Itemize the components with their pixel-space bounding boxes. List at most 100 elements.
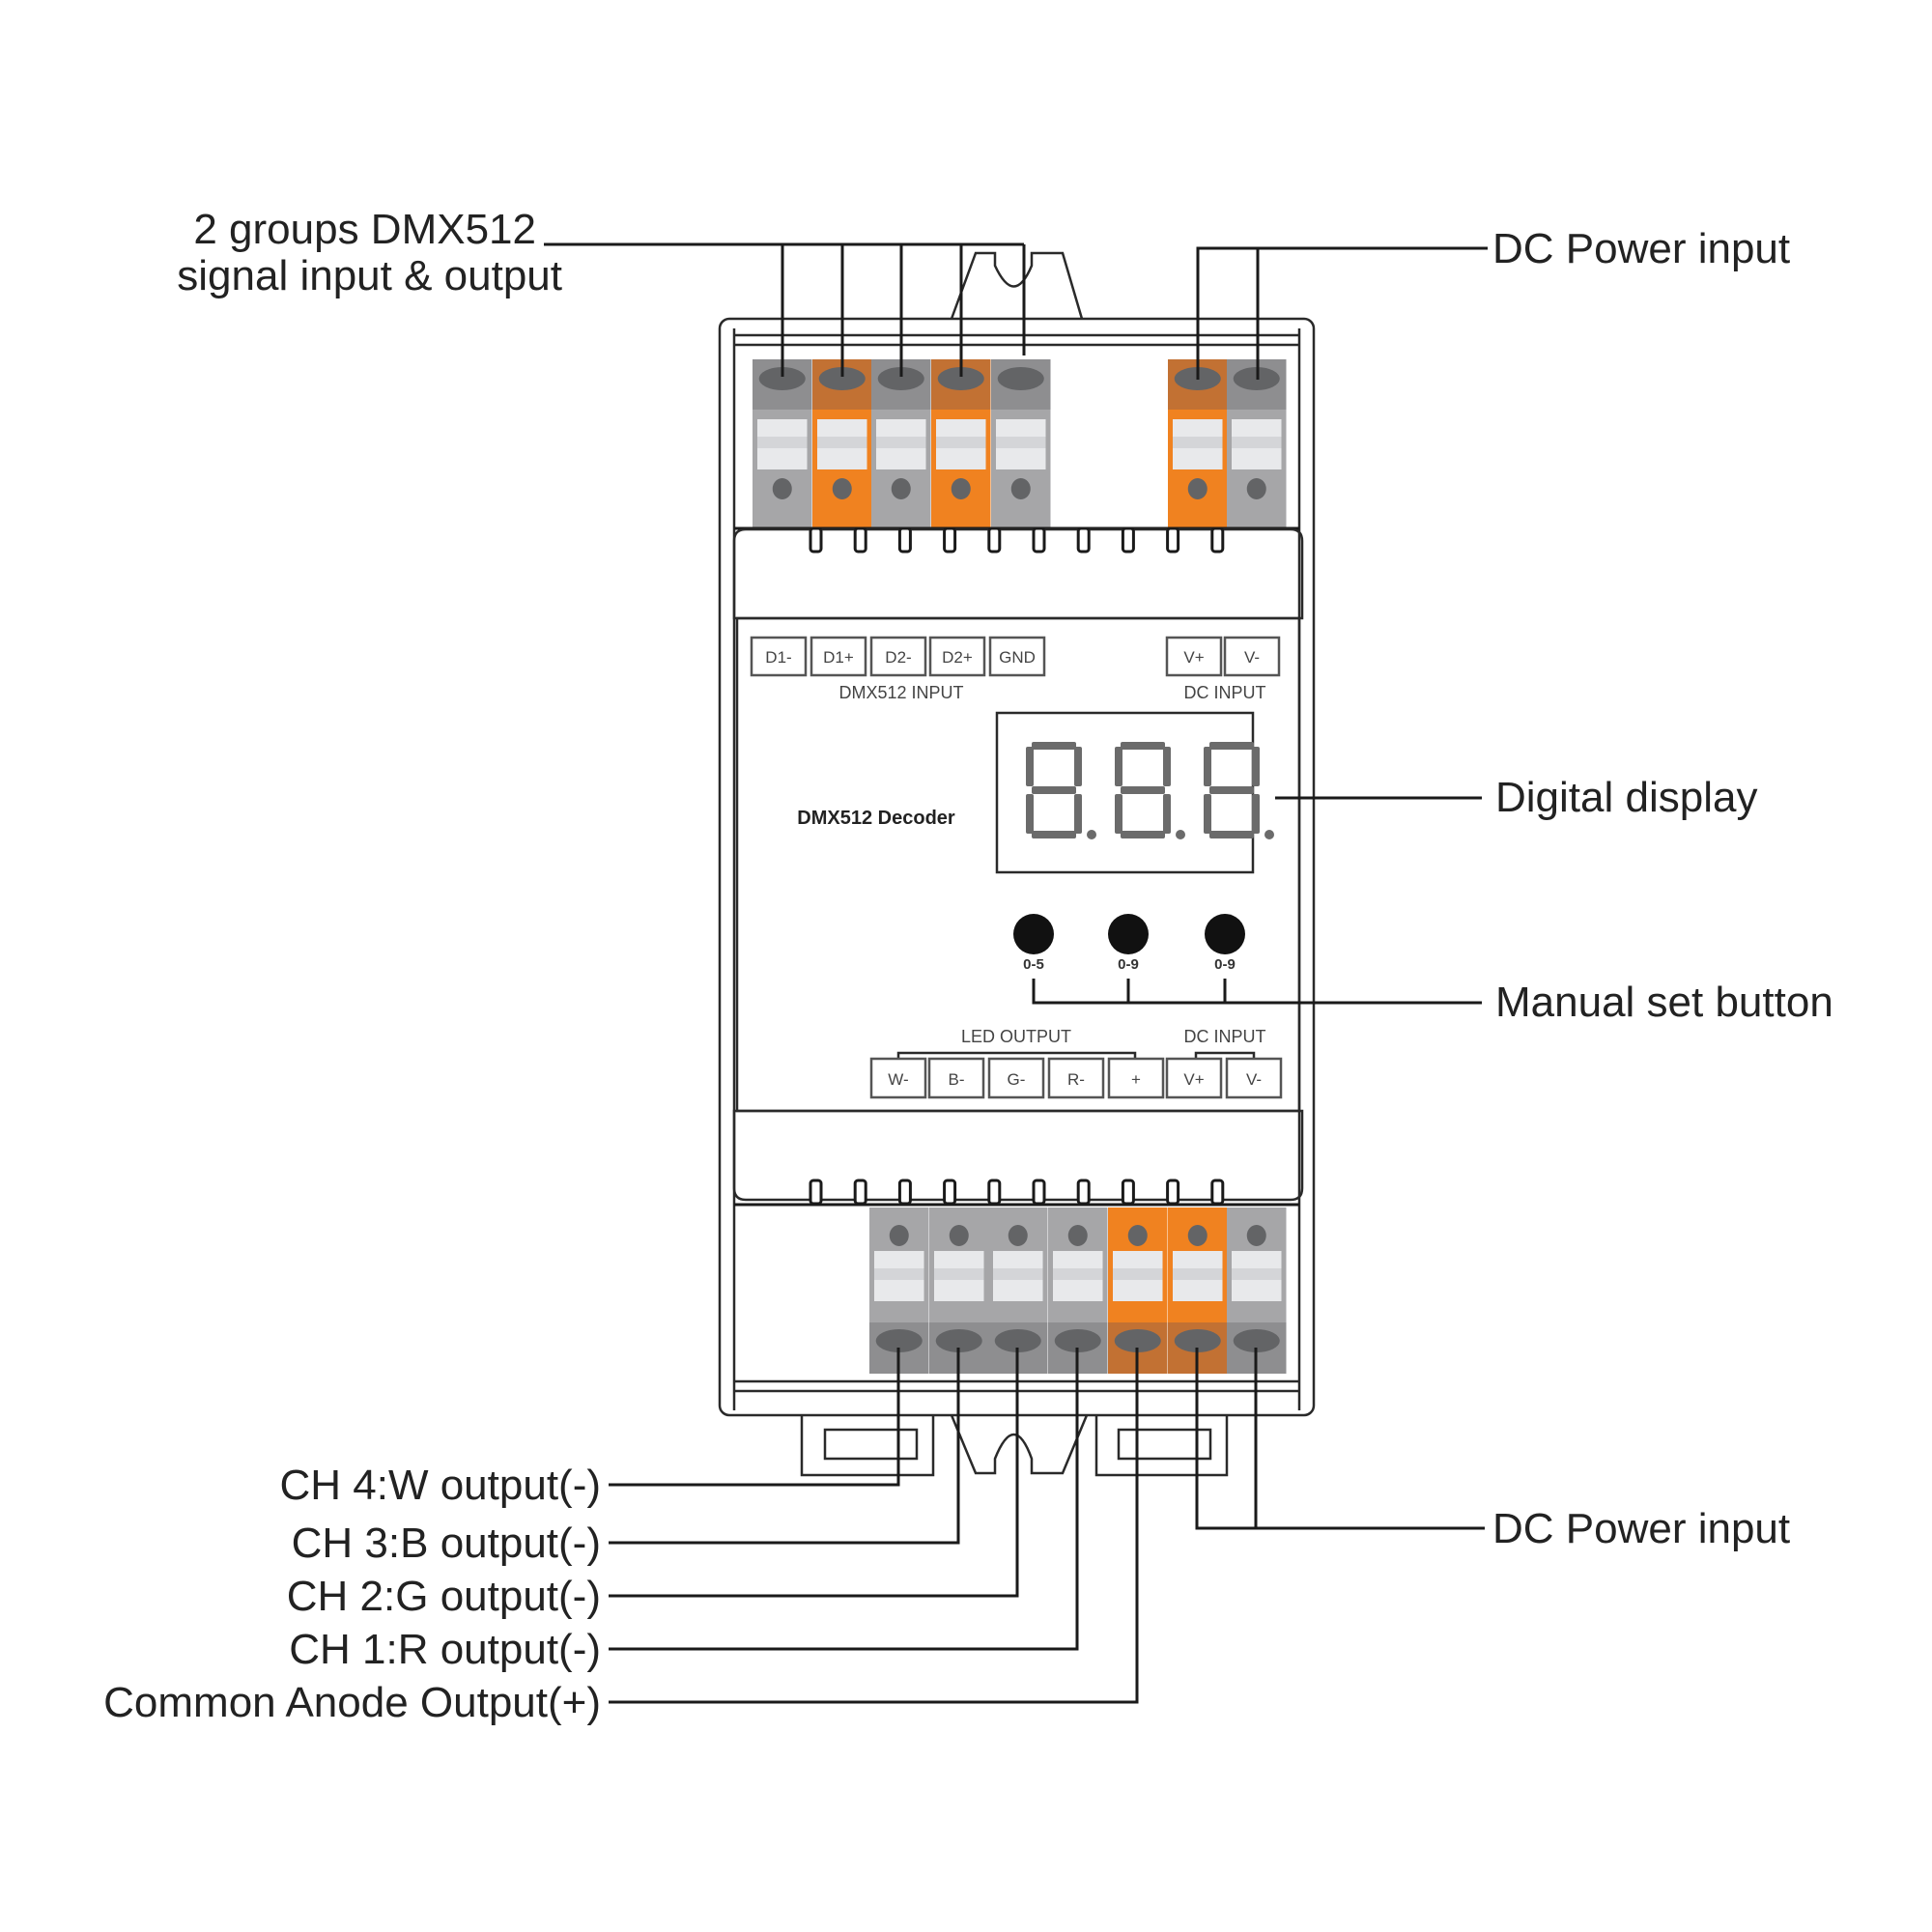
top-terminal-d2minus[interactable] — [871, 359, 931, 528]
panel-label-text: D1+ — [823, 648, 854, 667]
top-terminal-d2plus[interactable] — [931, 359, 991, 528]
terminal-tooth — [943, 526, 957, 554]
screw-icon — [1010, 478, 1031, 499]
callout-ch1: CH 1:R output(-) — [289, 1626, 601, 1673]
panel-label-box — [1165, 1057, 1223, 1099]
panel-label-box — [750, 636, 808, 677]
panel-label-top-2: D2- — [869, 636, 927, 677]
wire-entry-hole — [877, 367, 924, 390]
manual-set-button-3[interactable]: 0-9 — [1205, 914, 1245, 973]
wire-entry-hole — [818, 367, 866, 390]
terminal-tooth — [897, 526, 912, 554]
panel-label-text: V- — [1246, 1070, 1262, 1089]
bottom-terminal-bminus[interactable] — [929, 1208, 989, 1374]
top-din-clip — [950, 251, 1084, 320]
terminal-tooth — [809, 1179, 823, 1206]
button-icon[interactable] — [1013, 914, 1054, 954]
panel-label-text: R- — [1067, 1070, 1085, 1089]
screw-icon — [1246, 1225, 1266, 1246]
panel-label-text: B- — [949, 1070, 965, 1089]
button-icon[interactable] — [1205, 914, 1245, 954]
top-terminal-vminus[interactable] — [1227, 359, 1287, 528]
top-terminal-d1plus[interactable] — [812, 359, 872, 528]
panel-label-text: V+ — [1183, 1070, 1204, 1089]
terminal-tooth — [853, 526, 867, 554]
panel-label-box — [810, 636, 867, 677]
upper-cover — [732, 526, 1304, 620]
panel-label-bottom-2: G- — [987, 1057, 1045, 1099]
terminal-tooth — [943, 1179, 957, 1206]
screw-icon — [1187, 1225, 1208, 1246]
clamp-lever-groove — [1173, 1268, 1223, 1280]
leader-dc-power-bottom — [1195, 1348, 1485, 1530]
bottom-terminal-gminus[interactable] — [988, 1208, 1048, 1374]
clamp-lever-groove — [876, 437, 926, 448]
panel-label-box — [988, 636, 1046, 677]
wire-entry-hole — [937, 367, 984, 390]
clamp-lever-groove — [1173, 437, 1223, 448]
leader-manual-set-button — [1032, 979, 1482, 1005]
segment — [1074, 747, 1082, 786]
bottom-terminal-vplus[interactable] — [1168, 1208, 1228, 1374]
wire-entry-hole — [1054, 1329, 1101, 1352]
panel-label-top-6: V- — [1223, 636, 1281, 677]
decimal-point — [1264, 830, 1274, 839]
panel-label-text: V+ — [1183, 648, 1204, 667]
callout-ch2: CH 2:G output(-) — [287, 1573, 601, 1620]
clamp-lever-groove — [1232, 1268, 1282, 1280]
top-terminal-gnd[interactable] — [991, 359, 1051, 528]
segment — [1026, 794, 1034, 834]
panel-label-box — [987, 1057, 1045, 1099]
panel-label-box — [1107, 1057, 1165, 1099]
terminal-tooth — [987, 526, 1002, 554]
callout-dmx-signal-line1: 2 groups DMX512 — [193, 206, 536, 253]
bottom-terminal-vminus[interactable] — [1227, 1208, 1287, 1374]
terminal-tooth — [1166, 526, 1180, 554]
segment — [1121, 786, 1165, 794]
panel-label-box — [927, 1057, 985, 1099]
top-terminal-d1minus[interactable] — [753, 359, 812, 528]
terminal-tooth — [1210, 1179, 1225, 1206]
screw-icon — [832, 478, 852, 499]
clamp-lever-groove — [1232, 437, 1282, 448]
segment — [1163, 794, 1171, 834]
dc-input-group-label-top: DC INPUT — [1184, 683, 1266, 702]
seven-segment-digit — [1026, 742, 1096, 839]
bottom-terminal-plus[interactable] — [1108, 1208, 1168, 1374]
manual-set-button-1[interactable]: 0-5 — [1013, 914, 1054, 973]
segment — [1032, 831, 1076, 838]
callout-ch3: CH 3:B output(-) — [292, 1520, 601, 1567]
terminal-tooth — [853, 1179, 867, 1206]
panel-label-text: D2- — [885, 648, 911, 667]
leader-ch3 — [609, 1348, 960, 1545]
segment — [1209, 831, 1254, 838]
panel-label-top-4: GND — [988, 636, 1046, 677]
callout-dc-power-bottom: DC Power input — [1492, 1505, 1790, 1552]
segment — [1252, 794, 1260, 834]
segment — [1252, 747, 1260, 786]
manual-set-button-2[interactable]: 0-9 — [1108, 914, 1149, 973]
panel-label-text: D2+ — [942, 648, 973, 667]
button-range-label: 0-5 — [1023, 956, 1044, 973]
led-output-bracket — [896, 1051, 1137, 1061]
digital-display — [995, 711, 1274, 874]
segment — [1115, 747, 1122, 786]
panel-label-bottom-4: + — [1107, 1057, 1165, 1099]
top-terminal-teeth — [809, 526, 1225, 554]
panel-label-text: G- — [1008, 1070, 1026, 1089]
wire-entry-hole — [1233, 1329, 1280, 1352]
panel-label-text: W- — [888, 1070, 908, 1089]
segment — [1121, 742, 1165, 750]
wire-entry-hole — [875, 1329, 923, 1352]
bottom-din-clips — [800, 1414, 1229, 1477]
screw-icon — [1008, 1225, 1028, 1246]
dc-input-bracket-bottom — [1194, 1051, 1256, 1061]
leader-dc-power-top — [1196, 246, 1488, 380]
screw-icon — [949, 1225, 969, 1246]
top-terminal-vplus[interactable] — [1168, 359, 1228, 528]
wire-entry-hole — [935, 1329, 982, 1352]
button-icon[interactable] — [1108, 914, 1149, 954]
seven-segment-digit — [1204, 742, 1274, 839]
